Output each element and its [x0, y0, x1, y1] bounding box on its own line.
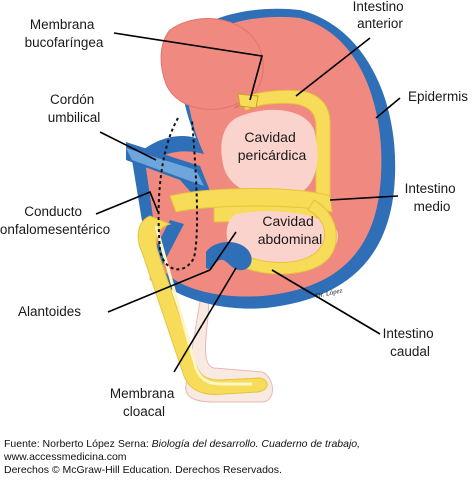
label-intestino-anterior: Intestino anterior: [353, 0, 408, 31]
midgut-tube: [169, 188, 333, 213]
label-cordon-umbilical: Cordón umbilical: [48, 92, 101, 125]
leader-alantoides: [107, 231, 237, 313]
credit-line-1: Fuente: Norberto López Serna: Biología d…: [4, 438, 470, 451]
label-intestino-medio: Intestino medio: [405, 181, 460, 214]
label-epidermis: Epidermis: [408, 89, 468, 104]
allantois-dotted-loop: [157, 117, 199, 271]
leader-intestino-caudal: [271, 269, 381, 335]
leader-cordon-umbilical: [99, 131, 157, 161]
leader-membrana-cloacal: [173, 267, 237, 373]
cloacal-region: [206, 241, 252, 271]
label-conducto-onfalomesenterico: Conducto onfalomesentérico: [0, 204, 110, 237]
pericardial-cavity: [221, 109, 318, 198]
abdominal-cavity: [226, 211, 338, 268]
leader-conducto-onfalomesenterico: [95, 190, 159, 215]
label-membrana-bucofaringea: Membrana bucofaríngea: [25, 17, 104, 50]
leader-epidermis: [375, 97, 401, 119]
leader-lines: [95, 32, 401, 373]
credit-book-title: Biología del desarrollo. Cuaderno de tra…: [151, 438, 361, 450]
vitelline-duct-lumen: [154, 225, 252, 386]
head-fold: [160, 18, 264, 110]
leader-intestino-anterior: [295, 37, 371, 97]
credit-url: www.accessmedicina.com: [4, 451, 127, 463]
oropharyngeal-membrane: [237, 93, 259, 109]
source-credit: Fuente: Norberto López Serna: Biología d…: [4, 438, 470, 477]
label-cavidad-abdominal: Cavidad abdominal: [258, 213, 323, 247]
label-cavidad-pericardica: Cavidad pericárdica: [238, 129, 307, 163]
leader-membrana-bucofaringea: [113, 32, 264, 101]
vitelline-duct: [137, 215, 268, 395]
credit-rights: Derechos © McGraw-Hill Education. Derech…: [4, 464, 282, 476]
label-alantoides: Alantoides: [18, 304, 81, 319]
label-intestino-caudal: Intestino caudal: [383, 326, 438, 359]
cord-ectoderm-band-light: [126, 148, 204, 186]
embryo-diagram: Membrana bucofaríngea Intestino anterior…: [0, 0, 468, 419]
leader-intestino-medio: [329, 195, 399, 201]
label-membrana-cloacal: Membrana cloacal: [110, 386, 178, 419]
credit-source-prefix: Fuente: Norberto López Serna:: [4, 438, 152, 450]
